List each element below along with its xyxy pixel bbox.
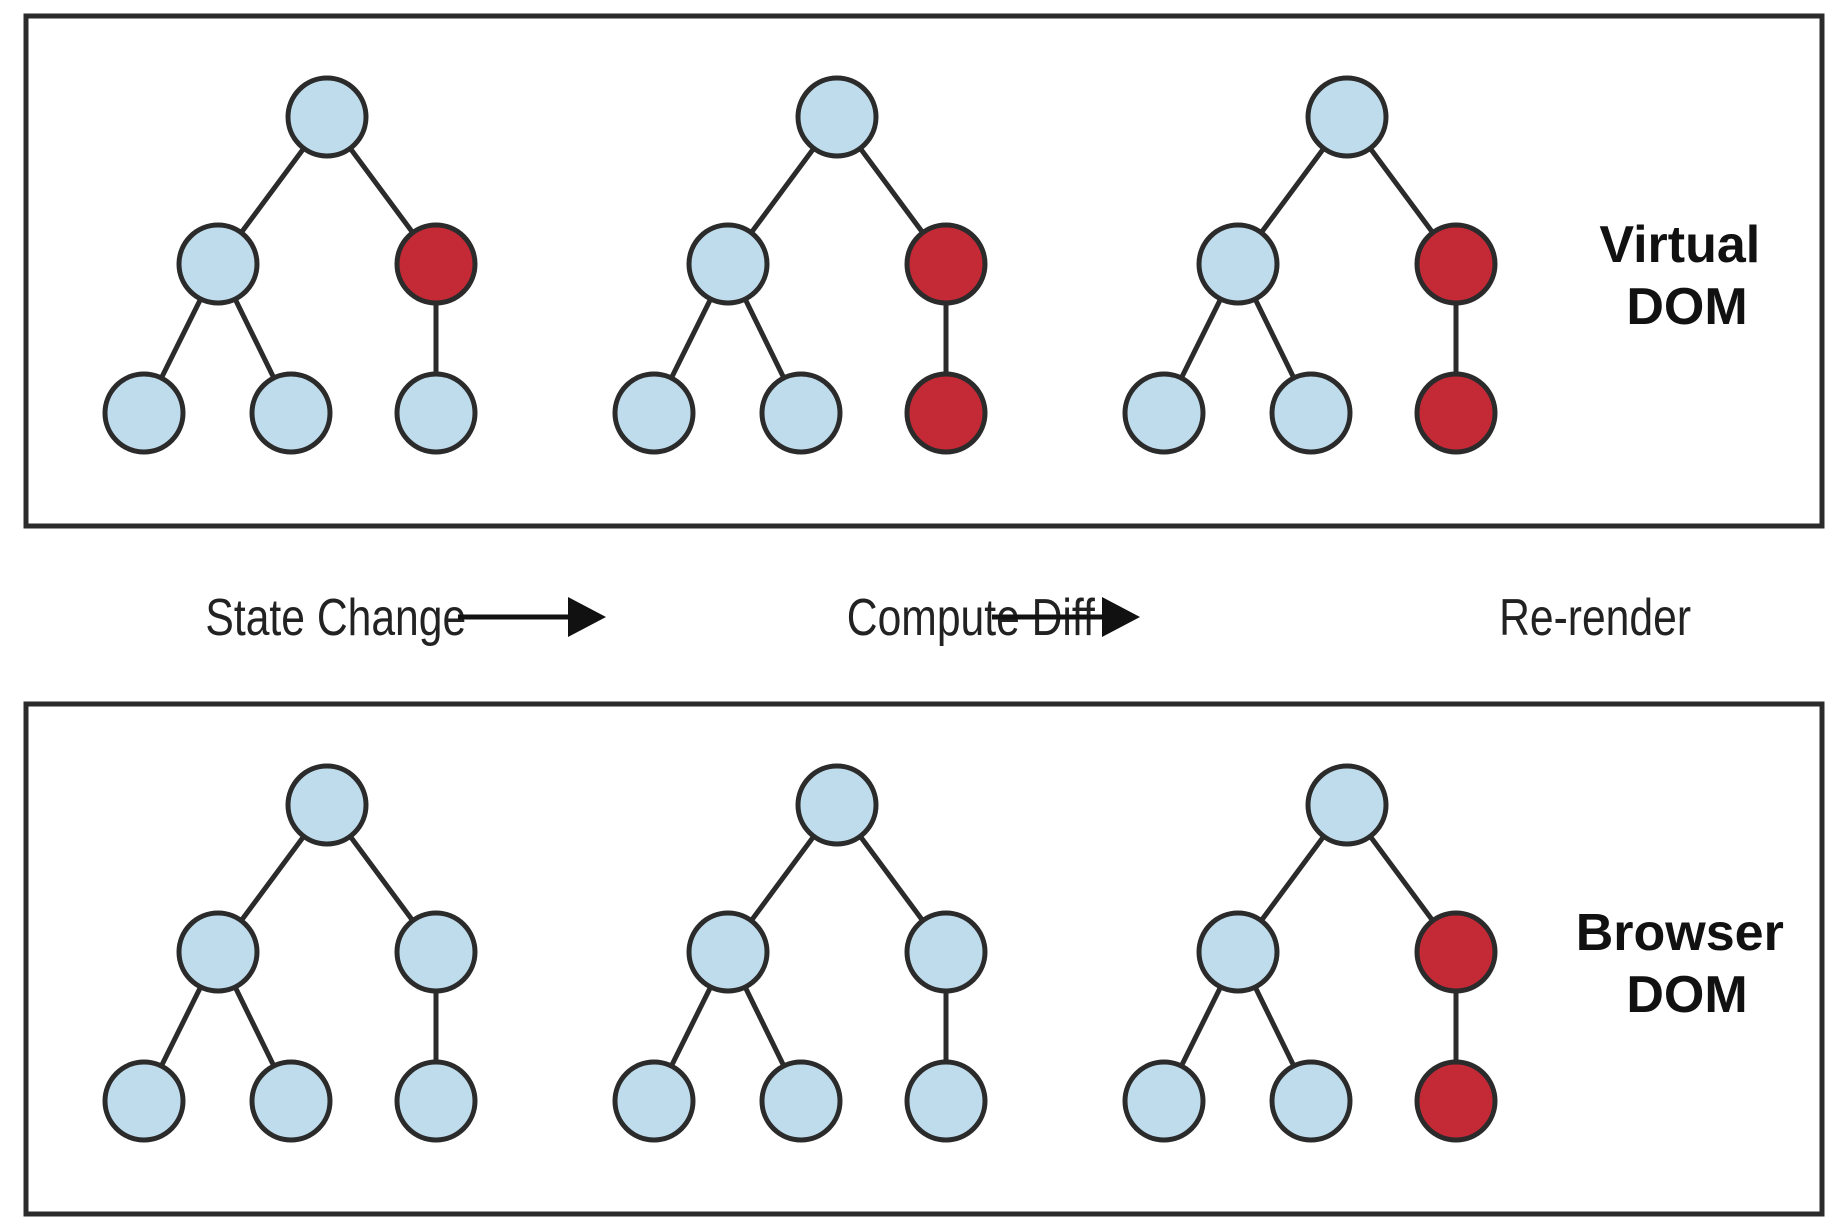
tree-node: [102, 371, 186, 455]
arrow-right-icon: [458, 597, 606, 637]
virtual-dom-trees: [102, 75, 1498, 455]
tree-node: [394, 910, 478, 994]
tree-node-changed: [904, 222, 988, 306]
tree-node: [686, 222, 770, 306]
tree-node: [759, 371, 843, 455]
tree-node: [285, 763, 369, 847]
tree-node: [394, 371, 478, 455]
browser-dom-label-line-1: Browser: [1576, 904, 1784, 962]
tree-node: [1269, 1059, 1353, 1143]
browser-tree-1: [102, 763, 478, 1143]
browser-dom-panel: [23, 701, 1825, 1217]
tree-node: [285, 75, 369, 159]
virtual-tree-3: [1122, 75, 1498, 455]
tree-node: [795, 75, 879, 159]
tree-node: [1269, 371, 1353, 455]
arrow-right-icon: [992, 597, 1140, 637]
virtual-tree-1: [102, 75, 478, 455]
tree-node: [176, 222, 260, 306]
tree-node: [249, 371, 333, 455]
tree-node-changed: [394, 222, 478, 306]
tree-node: [1196, 910, 1280, 994]
tree-node: [686, 910, 770, 994]
tree-node: [249, 1059, 333, 1143]
tree-node: [1122, 371, 1206, 455]
step-re-render: Re-render: [1499, 589, 1691, 647]
virtual-tree-2: [612, 75, 988, 455]
tree-node: [904, 1059, 988, 1143]
tree-node: [1305, 763, 1389, 847]
tree-node-changed: [904, 371, 988, 455]
tree-node: [176, 910, 260, 994]
browser-dom-trees: [102, 763, 1498, 1143]
tree-node: [795, 763, 879, 847]
browser-dom-label: Browser DOM: [1576, 904, 1799, 1024]
tree-node: [904, 910, 988, 994]
browser-tree-2: [612, 763, 988, 1143]
browser-tree-3: [1122, 763, 1498, 1143]
tree-node: [102, 1059, 186, 1143]
tree-node: [612, 371, 696, 455]
tree-node: [1196, 222, 1280, 306]
tree-node: [1122, 1059, 1206, 1143]
tree-node: [759, 1059, 843, 1143]
tree-node-changed: [1414, 371, 1498, 455]
step-state-change: State Change: [205, 589, 466, 647]
virtual-dom-label-line-1: Virtual: [1599, 216, 1760, 274]
tree-node: [394, 1059, 478, 1143]
tree-node: [1305, 75, 1389, 159]
tree-node-changed: [1414, 1059, 1498, 1143]
tree-node-changed: [1414, 222, 1498, 306]
tree-node: [612, 1059, 696, 1143]
virtual-dom-label-line-2: DOM: [1626, 278, 1747, 336]
tree-node-changed: [1414, 910, 1498, 994]
virtual-dom-panel: [23, 13, 1825, 529]
browser-dom-label-line-2: DOM: [1626, 966, 1747, 1024]
virtual-dom-label: Virtual DOM: [1599, 216, 1774, 336]
